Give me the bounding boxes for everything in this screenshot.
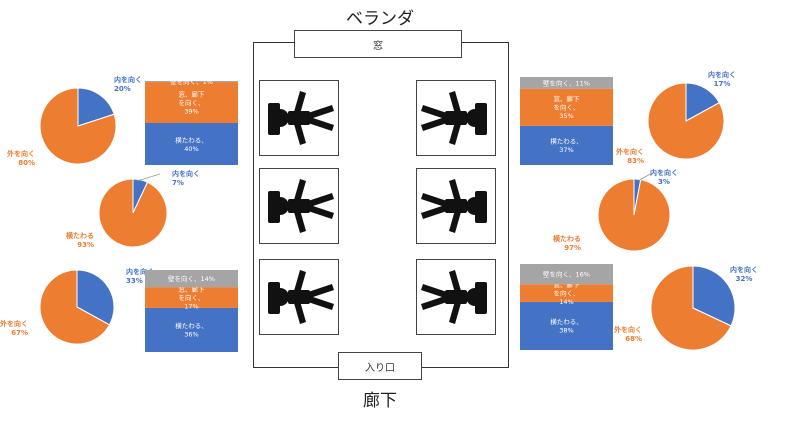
bar-data-label: 横たわる、38% — [550, 317, 583, 335]
bed-right-1 — [416, 80, 496, 156]
bar-data-label: 窓、廊下を向く、17% — [179, 285, 206, 311]
person-icon — [268, 179, 334, 233]
bed-left-2 — [259, 168, 339, 244]
pie-slice — [597, 178, 671, 252]
bar-segment — [520, 77, 613, 89]
pie-slice — [692, 265, 736, 327]
bar-segment — [145, 287, 238, 308]
leader-line — [136, 173, 161, 182]
bar-data-label: 壁を向く、16% — [543, 270, 590, 279]
bar-data-label: 窓、廊下を向く、39% — [179, 90, 206, 116]
pie-slice — [650, 265, 732, 351]
bed-left-3 — [259, 259, 339, 335]
person-icon — [421, 179, 487, 233]
bar-segment — [145, 123, 238, 165]
pie-slice — [39, 87, 117, 165]
bar-segment — [145, 81, 238, 83]
bar-data-label: 窓、廊下を向く、35% — [554, 94, 581, 120]
bar-segment — [145, 270, 238, 288]
bar-data-label: 横たわる、40% — [175, 135, 208, 153]
pie-slice — [647, 82, 725, 160]
bar-segment — [520, 284, 613, 302]
person-icon — [268, 270, 334, 324]
person-icon — [421, 91, 487, 145]
bar-data-label: 横たわる、36% — [175, 321, 208, 339]
bar-data-label: 壁を向く、1% — [170, 81, 213, 86]
title-corridor: 廊下 — [363, 391, 397, 411]
bed-right-2 — [416, 168, 496, 244]
bar-segment — [520, 125, 613, 165]
stacked-bar-right-1: 横たわる、37% 窓、廊下を向く、35% 壁を向く、11% — [520, 77, 613, 165]
pie-slice — [76, 269, 115, 326]
person-icon — [268, 91, 334, 145]
title-veranda: ベランダ — [346, 9, 414, 29]
person-icon — [421, 270, 487, 324]
window-label: 窓 — [294, 30, 462, 58]
pie-slice — [98, 178, 168, 248]
bar-data-label: 窓、廊下を向く、14% — [554, 280, 581, 306]
bar-segment — [520, 264, 613, 285]
pie-slice — [39, 269, 111, 345]
leader-line — [637, 172, 653, 182]
bar-data-label: 壁を向く、11% — [543, 78, 590, 87]
bar-data-label: 壁を向く、14% — [168, 274, 215, 283]
stacked-bar-left-2: 横たわる、36% 窓、廊下を向く、17% 壁を向く、14% — [145, 270, 238, 352]
stacked-bar-right-2: 横たわる、38% 窓、廊下を向く、14%壁を向く、16% — [520, 264, 613, 350]
bar-segment — [145, 307, 238, 352]
pie-slice — [77, 87, 115, 127]
stacked-bar-left-1: 横たわる、40% 窓、廊下を向く、39% 壁を向く、1% — [145, 81, 238, 165]
bed-left-1 — [259, 80, 339, 156]
bar-data-label: 横たわる、37% — [550, 137, 583, 155]
bed-right-3 — [416, 259, 496, 335]
entrance-label: 入り口 — [338, 352, 422, 380]
bar-segment — [520, 88, 613, 126]
bar-segment — [145, 82, 238, 123]
bar-segment — [520, 301, 613, 350]
